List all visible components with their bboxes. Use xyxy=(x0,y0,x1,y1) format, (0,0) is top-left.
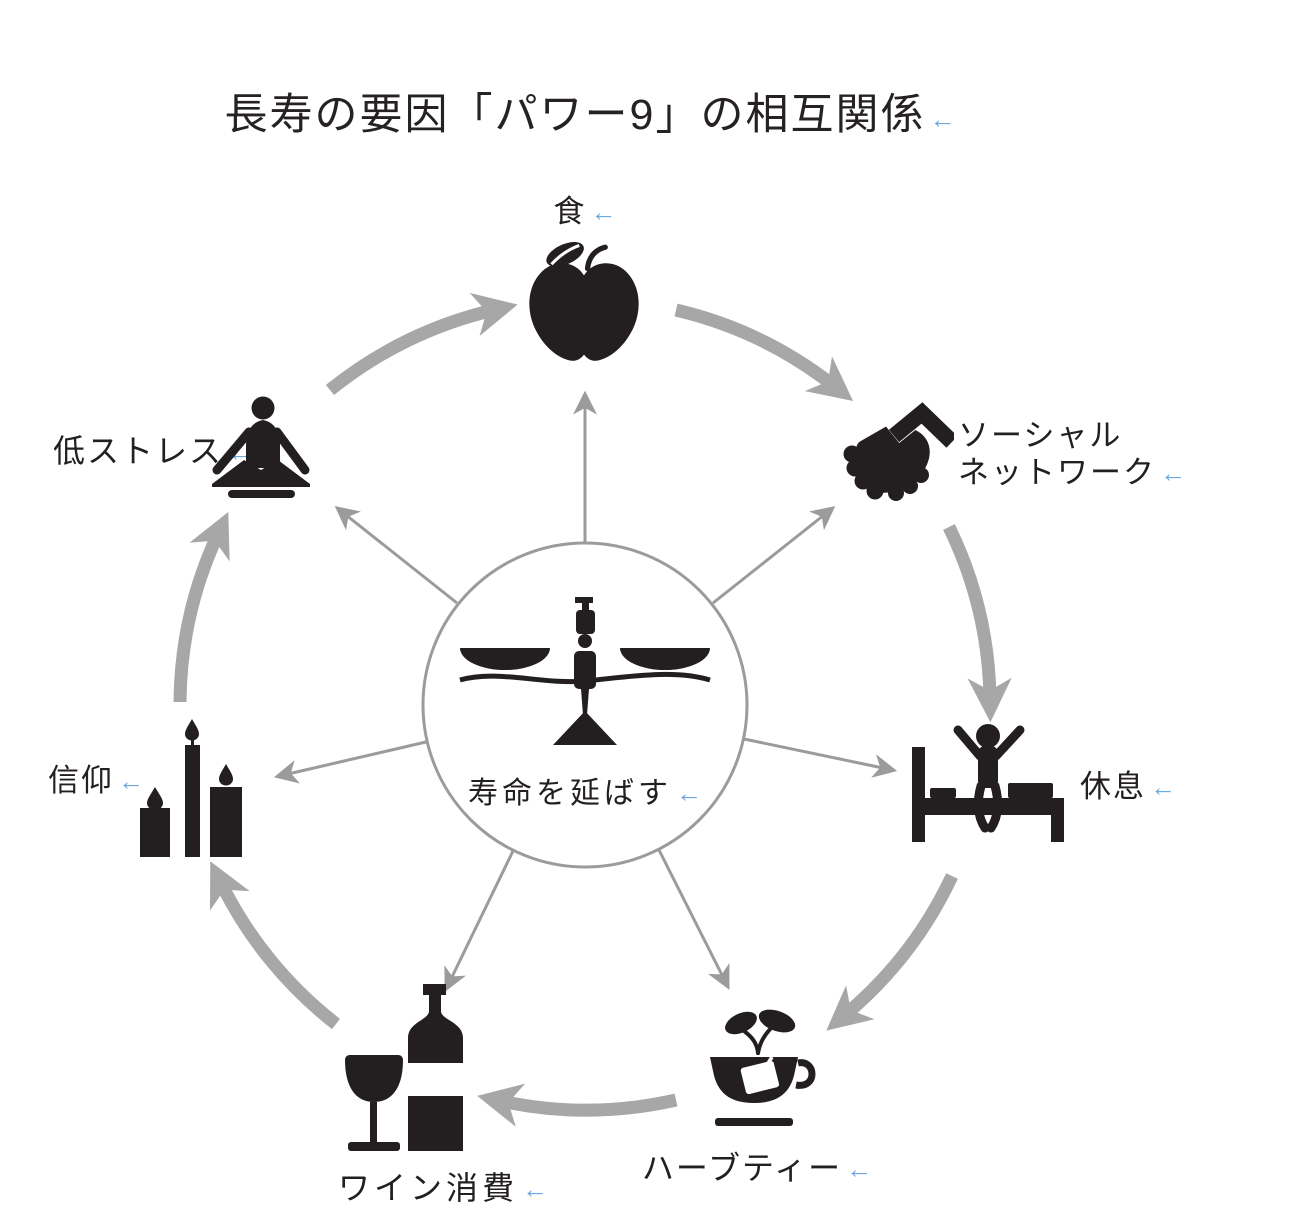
node-label-wine: ワイン消費← xyxy=(338,1170,549,1206)
line-break-mark-icon: ← xyxy=(118,766,144,796)
center-hub xyxy=(458,593,712,749)
arc-faith-to-low-stress xyxy=(173,511,230,703)
node-label-food: 食← xyxy=(553,194,617,229)
line-break-mark-icon: ← xyxy=(1160,458,1186,488)
center-label: 寿命を延ばす← xyxy=(468,777,702,810)
arc-social-to-rest xyxy=(943,524,1012,723)
wine-bottle-glass-icon xyxy=(345,984,463,1151)
title-text: 長寿の要因「パワー9」の相互関係 xyxy=(224,91,926,139)
node-social-network xyxy=(836,394,963,506)
arc-rest-to-herbal-tea xyxy=(826,873,958,1031)
apple-icon xyxy=(529,242,639,361)
node-label-faith: 信仰← xyxy=(48,763,144,798)
line-break-mark-icon: ← xyxy=(929,104,956,134)
spoke-to-low-stress xyxy=(334,506,458,605)
arc-wine-to-faith xyxy=(209,861,340,1030)
node-herbal-tea xyxy=(700,1005,828,1130)
candles-icon xyxy=(140,719,242,857)
page-title: 長寿の要因「パワー9」の相互関係← xyxy=(0,80,1180,142)
spoke-to-herbal-tea xyxy=(657,849,730,990)
bed-rest-icon xyxy=(912,724,1064,842)
node-label-social-network: ソーシャル ネットワーク← xyxy=(958,418,1186,490)
line-break-mark-icon: ← xyxy=(1150,772,1176,802)
balance-scale-icon xyxy=(459,597,711,745)
line-break-mark-icon: ← xyxy=(522,1174,549,1204)
node-wine xyxy=(343,983,465,1153)
teacup-icon xyxy=(710,1009,816,1126)
handshake-icon xyxy=(843,394,963,501)
arc-low-stress-to-food xyxy=(325,292,518,396)
spoke-to-wine xyxy=(444,850,515,992)
spoke-to-faith xyxy=(273,740,427,784)
line-break-mark-icon: ← xyxy=(590,197,617,227)
line-break-mark-icon: ← xyxy=(846,1154,873,1184)
line-break-mark-icon: ← xyxy=(676,778,702,808)
spoke-to-social xyxy=(712,506,836,605)
arc-food-to-social xyxy=(674,303,854,402)
node-rest xyxy=(908,722,1068,844)
meditation-icon xyxy=(212,396,310,498)
spoke-to-rest xyxy=(743,737,898,778)
arc-herbal-tea-to-wine xyxy=(477,1083,678,1127)
node-label-rest: 休息← xyxy=(1080,769,1176,804)
node-food xyxy=(525,235,643,368)
node-faith xyxy=(137,717,247,860)
node-label-herbal-tea: ハーブティー← xyxy=(641,1150,873,1186)
node-low-stress xyxy=(208,390,314,500)
